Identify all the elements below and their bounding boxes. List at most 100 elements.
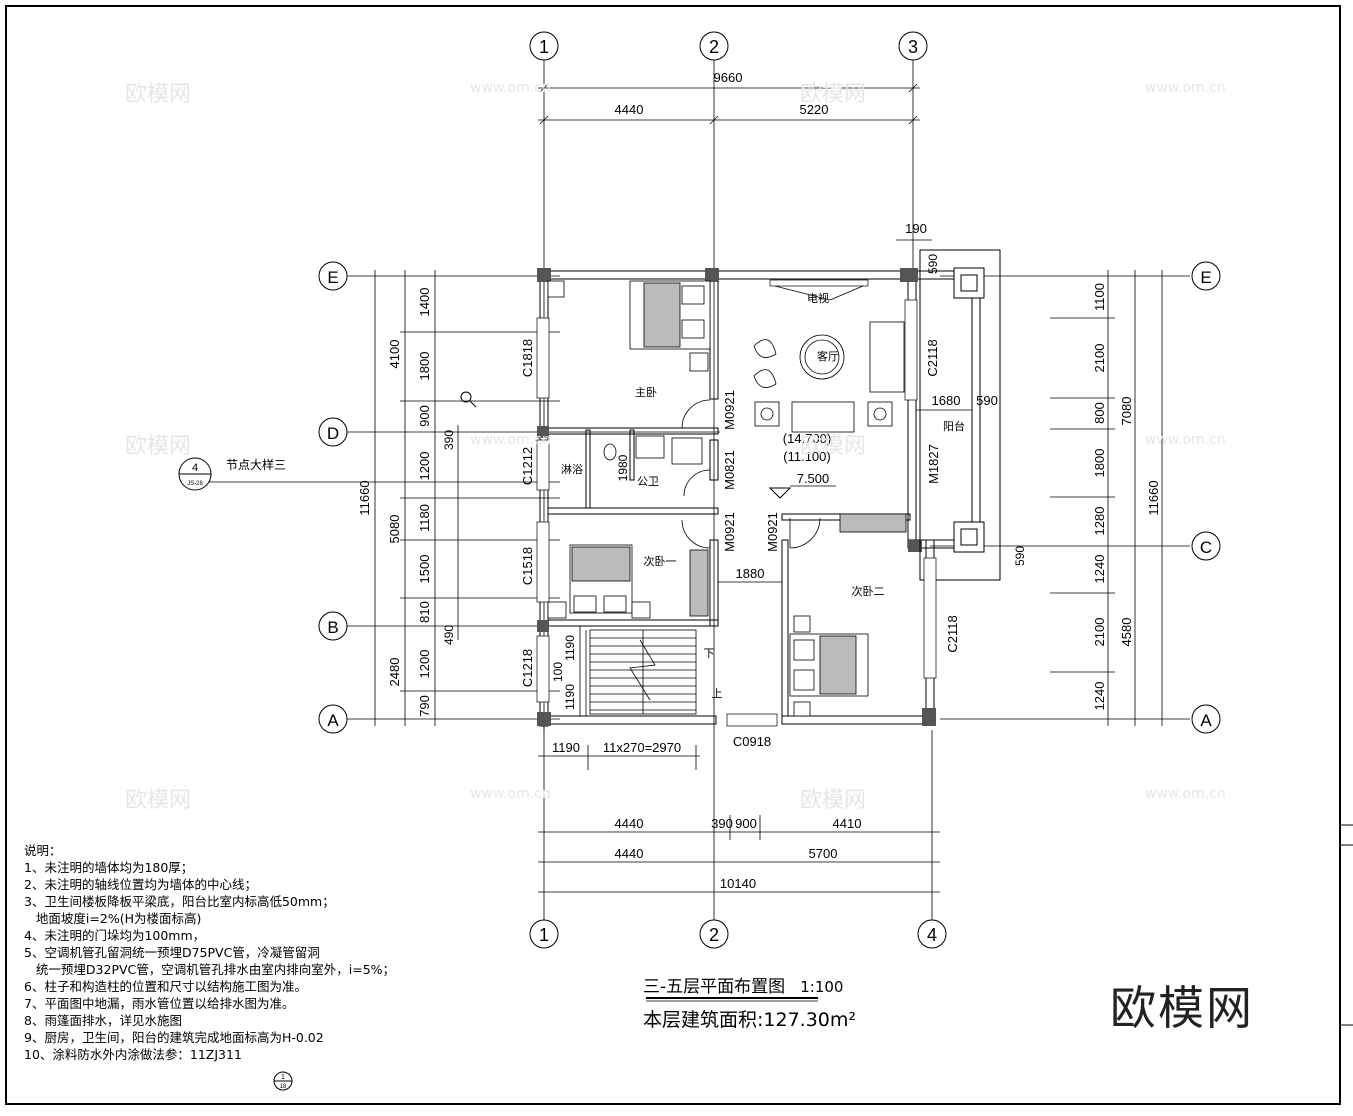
door-m1827: M1827 (926, 444, 941, 484)
balcony-columns (953, 267, 985, 553)
axis-label: 1 (539, 925, 549, 945)
dim-right-i: 1240 (1092, 682, 1107, 711)
dim-590-bottom: 590 (1013, 546, 1027, 566)
door-m0921-b: M0921 (722, 512, 737, 552)
window-c1518: C1518 (520, 547, 535, 585)
door-m0921-a: M0921 (722, 390, 737, 430)
axis-label: 2 (709, 925, 719, 945)
stair-down-label: 下 (704, 648, 715, 660)
stair (585, 629, 697, 716)
watermark-logo: 欧模网 (800, 434, 867, 459)
dim-left-i: 810 (417, 601, 432, 623)
dim-left-390: 390 (442, 430, 456, 450)
left-dimensions (374, 270, 560, 726)
bath-fixtures (603, 435, 703, 465)
notes-line: 地面坡度i=2%(H为楼面标高) (24, 911, 202, 926)
columns (537, 268, 936, 726)
axis-label: B (327, 618, 338, 637)
room-balcony: 阳台 (943, 419, 965, 433)
balcony-outline (919, 249, 1001, 581)
watermark-logo: 欧模网 (800, 788, 867, 813)
notes-heading: 说明： (24, 843, 62, 858)
detail-number: 4 (192, 462, 198, 474)
notes-line: 2、未注明的轴线位置均为墙体的中心线； (24, 877, 257, 892)
beds (547, 280, 907, 717)
notes-line: 统一预埋D32PVC管，空调机管孔排水由室内排向室外，i=5%； (24, 962, 396, 977)
dim-100: 100 (551, 662, 565, 682)
dim-left-i: 1200 (417, 452, 432, 481)
axis-bubbles-bottom: 1 2 4 (529, 919, 947, 949)
magnifier-icon (460, 391, 477, 408)
axis-label: A (327, 711, 339, 730)
dim-top-a: 4440 (615, 102, 644, 117)
dim-bottom-900: 900 (735, 816, 757, 831)
stair-up-label: 上 (712, 687, 723, 700)
notes-line: 1、未注明的墙体均为180厚； (24, 860, 194, 875)
windows (536, 279, 937, 727)
dim-bottom-4410: 4410 (833, 816, 862, 831)
notes-ref-sub: 18 (280, 1084, 287, 1090)
watermark-logo: 欧模网 (125, 788, 192, 813)
axis-label: D (327, 424, 339, 443)
dim-1880: 1880 (736, 566, 765, 581)
dim-1190-b: 1190 (563, 684, 577, 710)
axis-label: A (1200, 711, 1212, 730)
dim-right-4580: 4580 (1119, 618, 1134, 647)
dim-left-i: 1500 (417, 555, 432, 584)
room-tv: 电视 (807, 291, 829, 305)
floor-area: 本层建筑面积:127.30m² (643, 1009, 857, 1031)
brand-logo: 欧模网 (1110, 981, 1254, 1035)
dim-right-i: 2100 (1092, 618, 1107, 647)
dim-bottom-steps: 11x270=2970 (603, 740, 681, 755)
axis-label: 2 (709, 37, 719, 57)
dim-1980: 1980 (616, 454, 630, 481)
dim-1190-a: 1190 (563, 635, 577, 661)
drawing-title: 三-五层平面布置图 (643, 977, 786, 997)
dim-left-i: 1200 (417, 650, 432, 679)
interior-dim-lines (579, 409, 972, 716)
watermark-url: www.om.cn (1145, 432, 1226, 448)
dim-left-i: 900 (417, 405, 432, 427)
window-c2118-b: C2118 (945, 615, 960, 652)
detail-callout: 4 JS-28 节点大样三 (178, 457, 286, 491)
notes-line: 6、柱子和构造柱的位置和尺寸以结构施工图为准。 (24, 979, 307, 994)
dim-right-i: 1240 (1092, 555, 1107, 584)
dim-190: 190 (905, 221, 927, 236)
dim-bottom-5700: 5700 (809, 846, 838, 861)
notes-line: 4、未注明的门垛均为100mm， (24, 928, 206, 943)
watermark-logo: 欧模网 (125, 82, 192, 107)
dim-left-i: 1400 (417, 288, 432, 317)
room-bath: 公卫 (637, 476, 659, 488)
dim-left-2480: 2480 (387, 658, 402, 687)
axis-bubbles-left: E D B A (318, 261, 348, 734)
dim-right-i: 1100 (1092, 283, 1107, 311)
notes-line: 5、空调机管孔留洞统一预埋D75PVC管，冷凝管留洞 (24, 945, 320, 960)
level-7500: 7.500 (797, 471, 830, 486)
notes-ref-num: 1 (281, 1074, 285, 1081)
axis-label: 4 (927, 925, 937, 945)
dim-left-5080: 5080 (387, 515, 402, 544)
title-block: 三-五层平面布置图 1:100 本层建筑面积:127.30m² (643, 972, 903, 1032)
axis-label: 1 (539, 37, 549, 57)
door-m0921-c: M0921 (765, 512, 780, 552)
window-c1218: C1218 (520, 649, 535, 687)
axis-bubbles-top: 1 2 3 (529, 31, 928, 61)
dim-top-b: 5220 (800, 102, 829, 117)
right-dimensions (1050, 270, 1163, 726)
watermark-url: www.om.cn (470, 432, 551, 448)
room-living: 客厅 (817, 349, 839, 363)
dim-right-7080: 7080 (1119, 397, 1134, 426)
dim-right-i: 1280 (1092, 507, 1107, 536)
axis-bubbles-right: E C A (1191, 261, 1221, 734)
entry-arrow-icon (768, 487, 792, 499)
room-bed2: 次卧二 (852, 584, 885, 598)
dim-right-total: 11660 (1146, 480, 1161, 515)
dim-left-total: 11660 (357, 480, 372, 515)
dim-top-total: 9660 (714, 70, 743, 85)
dim-590-top: 590 (926, 254, 940, 274)
notes-ref-mark: 1 18 (273, 1071, 293, 1091)
grid-lines (195, 60, 1190, 920)
watermark-logo: 欧模网 (800, 82, 867, 107)
door-swings (681, 399, 821, 549)
notes-line: 9、厨房，卫生间，阳台的建筑完成地面标高为H-0.02 (24, 1030, 324, 1045)
